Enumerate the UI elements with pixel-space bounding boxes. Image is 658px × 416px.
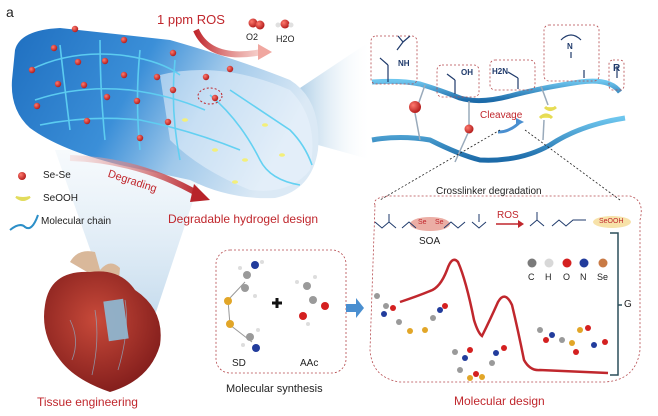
legend-se-se-label: Se-Se xyxy=(43,170,71,181)
h2o-molecule-icon xyxy=(275,19,294,29)
sd-molecule-icon xyxy=(224,260,264,352)
legend-seooh-icon xyxy=(15,196,31,201)
seooh-marks xyxy=(182,118,285,184)
design-caption: Molecular design xyxy=(454,394,545,408)
aac-molecule-icon xyxy=(295,275,329,326)
zoom-line xyxy=(379,129,501,201)
atom-legend-icons xyxy=(527,258,608,268)
o2-label: O2 xyxy=(246,32,259,42)
soa-label: SOA xyxy=(419,236,441,247)
panel-label: a xyxy=(6,4,14,20)
group-box-r xyxy=(608,59,625,91)
seooh-product-label: SeOOH xyxy=(599,218,624,225)
group-box-cooh xyxy=(436,64,480,98)
heart-illustration xyxy=(44,251,161,392)
atom-legend-se: Se xyxy=(597,272,609,282)
group-nh: NH xyxy=(398,59,410,68)
group-box-nipam xyxy=(370,35,418,85)
group-n: N xyxy=(567,42,573,51)
polymer-network xyxy=(371,78,626,163)
se-atom-2: Se xyxy=(435,219,444,226)
legend-seooh-label: SeOOH xyxy=(43,193,79,204)
hydrogel-patch xyxy=(103,298,129,342)
synthesis-arrow xyxy=(346,298,364,318)
legend-chain-icon xyxy=(9,214,39,231)
energy-bracket xyxy=(610,232,622,376)
tissue-caption: Tissue engineering xyxy=(37,395,138,409)
degrading-arrow xyxy=(69,155,202,198)
plus-icon xyxy=(272,298,282,308)
se-se-highlight xyxy=(410,217,450,231)
molecule-cluster-3 xyxy=(537,325,608,355)
molecule-cluster-1 xyxy=(374,293,448,334)
legend-se-se-icon xyxy=(18,172,26,180)
cleavage-label: Cleavage xyxy=(480,110,523,121)
design-box xyxy=(369,195,642,383)
ros-reaction-label: ROS xyxy=(497,210,519,221)
ros-arrow xyxy=(193,28,263,58)
atom-legend-c: C xyxy=(528,272,535,282)
ros-label: 1 ppm ROS xyxy=(157,12,225,27)
hydrogel-caption: Degradable hydrogel design xyxy=(168,212,319,226)
crosslinker-caption: Crosslinker degradation xyxy=(436,186,542,197)
synthesis-box xyxy=(215,249,347,374)
zoom-beam-down xyxy=(55,150,210,330)
plus-sign: + xyxy=(268,294,269,295)
highlight-crosslink xyxy=(197,87,223,105)
atom-legend-h: H xyxy=(545,272,552,282)
molecule-cluster-2 xyxy=(452,345,507,381)
hydrogel-block xyxy=(11,25,319,199)
group-box-nhs xyxy=(543,24,600,82)
seooh-highlight xyxy=(593,216,631,228)
energy-profile-curve xyxy=(399,258,609,375)
group-oh: OH xyxy=(461,68,473,77)
energy-axis-label: G xyxy=(624,299,632,310)
se-se-nodes xyxy=(28,25,234,142)
legend-chain-label: Molecular chain xyxy=(41,216,112,227)
reactant-sd: SD xyxy=(232,358,246,369)
group-h2n: H2N xyxy=(492,67,509,76)
o2-molecule-icon xyxy=(248,18,265,30)
atom-legend-o: O xyxy=(563,272,571,282)
atom-legend-n: N xyxy=(580,272,587,282)
reactant-aac: AAc xyxy=(300,358,319,369)
h2o-label: H2O xyxy=(276,34,295,44)
group-r: R xyxy=(613,63,621,74)
group-box-amide xyxy=(489,59,536,91)
synthesis-caption: Molecular synthesis xyxy=(226,383,323,395)
se-atom-1: Se xyxy=(418,219,427,226)
